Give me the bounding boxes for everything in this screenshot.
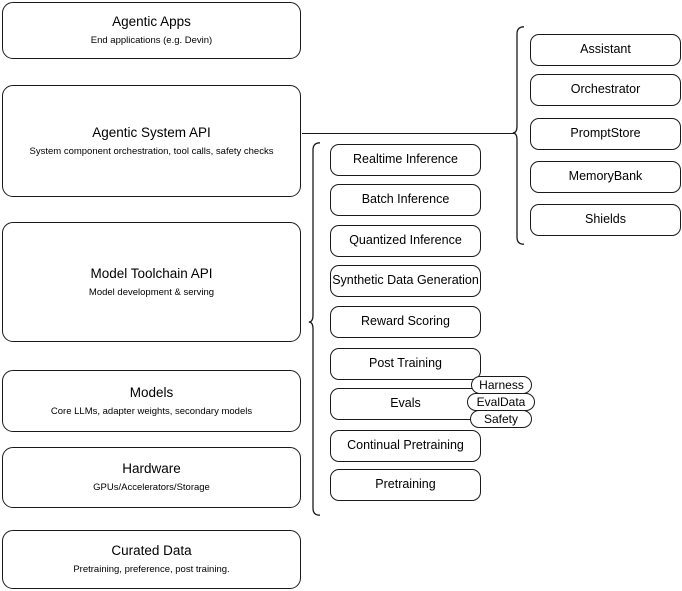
system-item-memorybank[interactable]: MemoryBank — [530, 161, 681, 193]
box-title: Post Training — [369, 356, 442, 371]
system-item-shields[interactable]: Shields — [530, 204, 681, 236]
toolchain-item-pretraining[interactable]: Pretraining — [330, 469, 481, 501]
box-title: Model Toolchain API — [90, 265, 213, 281]
box-title: Assistant — [580, 42, 631, 57]
box-subtitle: Model development & serving — [88, 286, 215, 298]
brace-path — [512, 26, 525, 245]
box-title: Evals — [390, 396, 421, 411]
system-item-assistant[interactable]: Assistant — [530, 34, 681, 66]
brace-toolchain-brace — [308, 142, 321, 516]
toolchain-item-reward-scoring[interactable]: Reward Scoring — [330, 306, 481, 338]
toolchain-item-synthetic-data-generation[interactable]: Synthetic Data Generation — [330, 265, 481, 297]
toolchain-item-continual-pretraining[interactable]: Continual Pretraining — [330, 430, 481, 462]
box-title: Curated Data — [111, 543, 192, 559]
eval-pill-safety[interactable]: Safety — [470, 410, 532, 428]
box-title: Continual Pretraining — [347, 438, 464, 453]
box-subtitle: Pretraining, preference, post training. — [73, 564, 230, 575]
box-title: Agentic System API — [92, 124, 211, 140]
box-title: Agentic Apps — [112, 14, 191, 30]
toolchain-item-evals[interactable]: Evals — [330, 388, 481, 420]
eval-pill-evaldata[interactable]: EvalData — [467, 393, 535, 411]
box-title: Models — [129, 384, 174, 400]
box-title: Hardware — [122, 461, 181, 477]
system-item-orchestrator[interactable]: Orchestrator — [530, 74, 681, 106]
box-title: Batch Inference — [361, 192, 450, 207]
box-title: Reward Scoring — [361, 314, 450, 329]
box-title: Realtime Inference — [353, 152, 458, 167]
box-title: Shields — [585, 212, 626, 227]
toolchain-item-batch-inference[interactable]: Batch Inference — [330, 184, 481, 216]
brace-system-brace — [512, 26, 525, 245]
connector-system-api-to-system-items — [302, 133, 514, 135]
toolchain-item-quantized-inference[interactable]: Quantized Inference — [330, 225, 481, 257]
box-title: PromptStore — [570, 126, 641, 141]
eval-pill-harness[interactable]: Harness — [471, 376, 532, 394]
box-subtitle: System component orchestration, tool cal… — [29, 145, 274, 157]
box-subtitle: Core LLMs, adapter weights, secondary mo… — [50, 405, 253, 417]
toolchain-item-post-training[interactable]: Post Training — [330, 348, 481, 380]
box-title: Pretraining — [375, 477, 436, 492]
system-item-promptstore[interactable]: PromptStore — [530, 118, 681, 150]
layer-agentic-system-api[interactable]: Agentic System API System component orche… — [2, 85, 301, 197]
box-subtitle: End applications (e.g. Devin) — [90, 35, 213, 46]
brace-path — [308, 142, 321, 516]
toolchain-item-realtime-inference[interactable]: Realtime Inference — [330, 144, 481, 176]
box-title: MemoryBank — [568, 169, 643, 184]
box-title: Quantized Inference — [349, 233, 462, 248]
box-subtitle: GPUs/Accelerators/Storage — [93, 482, 210, 493]
box-title: Synthetic Data Generation — [332, 273, 479, 288]
layer-model-toolchain-api[interactable]: Model Toolchain API Model development & s… — [2, 222, 301, 342]
box-title: Orchestrator — [570, 82, 641, 97]
